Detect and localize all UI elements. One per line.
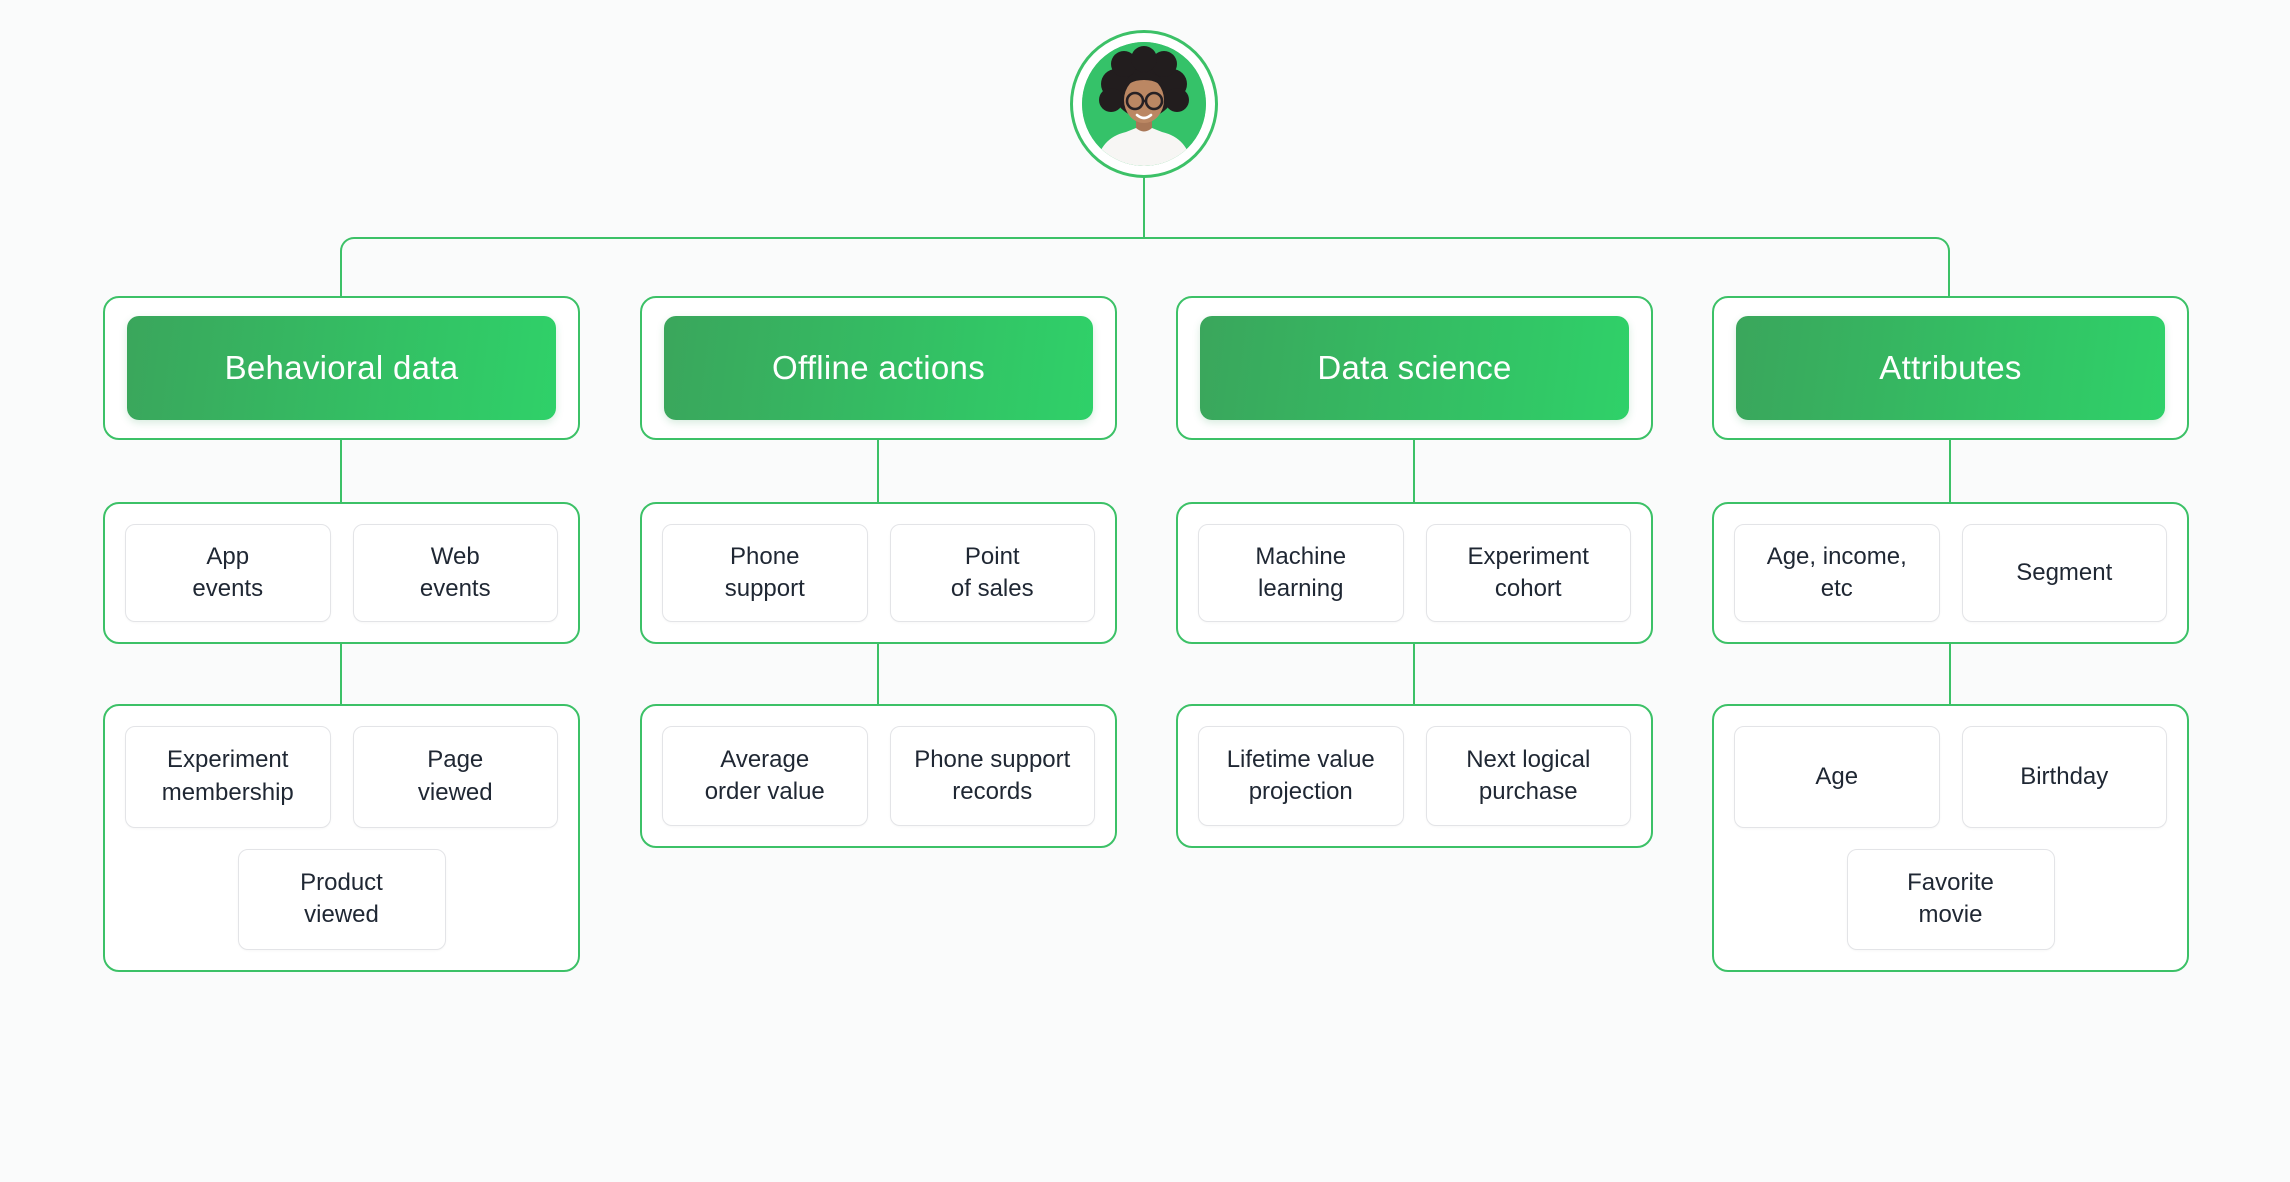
node-age-income-etc: Age, income, etc bbox=[1734, 524, 1940, 622]
avatar-illustration bbox=[1082, 42, 1206, 166]
node-experiment-membership: Experiment membership bbox=[125, 726, 331, 828]
node-age: Age bbox=[1734, 726, 1940, 828]
data-science-level2-group: Machine learning Experiment cohort bbox=[1176, 502, 1653, 644]
category-behavioral-data: Behavioral data bbox=[127, 316, 556, 420]
category-data-science: Data science bbox=[1200, 316, 1629, 420]
node-product-viewed: Product viewed bbox=[237, 848, 446, 950]
avatar-photo bbox=[1082, 42, 1206, 166]
column-offline-actions-header-group: Offline actions bbox=[640, 296, 1117, 440]
category-offline-actions: Offline actions bbox=[664, 316, 1093, 420]
top-bracket-line bbox=[340, 237, 1950, 297]
node-lifetime-value-projection: Lifetime value projection bbox=[1198, 726, 1404, 826]
column-data-science-header-group: Data science bbox=[1176, 296, 1653, 440]
node-machine-learning: Machine learning bbox=[1198, 524, 1404, 622]
column-attributes-header-group: Attributes bbox=[1712, 296, 2189, 440]
offline-actions-level2-group: Phone support Point of sales bbox=[640, 502, 1117, 644]
node-favorite-movie: Favorite movie bbox=[1846, 848, 2055, 950]
connector-col2-level2-level3 bbox=[877, 643, 879, 705]
attributes-level3-group: Age Birthday Favorite movie bbox=[1712, 704, 2189, 972]
node-page-viewed: Page viewed bbox=[352, 726, 558, 828]
connector-col3-level1-level2 bbox=[1413, 439, 1415, 503]
data-science-level3-group: Lifetime value projection Next logical p… bbox=[1176, 704, 1653, 848]
connector-col2-level1-level2 bbox=[877, 439, 879, 503]
connector-col3-level2-level3 bbox=[1413, 643, 1415, 705]
node-experiment-cohort: Experiment cohort bbox=[1425, 524, 1631, 622]
category-attributes: Attributes bbox=[1736, 316, 2165, 420]
offline-actions-level3-group: Average order value Phone support record… bbox=[640, 704, 1117, 848]
node-point-of-sales: Point of sales bbox=[889, 524, 1095, 622]
behavioral-data-level3-group: Experiment membership Page viewed Produc… bbox=[103, 704, 580, 972]
node-phone-support: Phone support bbox=[662, 524, 868, 622]
connector-col4-level1-level2 bbox=[1949, 439, 1951, 503]
column-behavioral-data-header-group: Behavioral data bbox=[103, 296, 580, 440]
node-app-events: App events bbox=[125, 524, 331, 622]
attributes-level2-group: Age, income, etc Segment bbox=[1712, 502, 2189, 644]
node-average-order-value: Average order value bbox=[662, 726, 868, 826]
node-web-events: Web events bbox=[352, 524, 558, 622]
connector-col1-level1-level2 bbox=[340, 439, 342, 503]
node-phone-support-records: Phone support records bbox=[889, 726, 1095, 826]
woman-portrait bbox=[1096, 46, 1192, 166]
connector-col1-level2-level3 bbox=[340, 643, 342, 705]
avatar-stem-line bbox=[1143, 177, 1145, 239]
node-segment: Segment bbox=[1961, 524, 2167, 622]
node-birthday: Birthday bbox=[1961, 726, 2167, 828]
node-next-logical-purchase: Next logical purchase bbox=[1425, 726, 1631, 826]
connector-col4-level2-level3 bbox=[1949, 643, 1951, 705]
behavioral-data-level2-group: App events Web events bbox=[103, 502, 580, 644]
avatar bbox=[1070, 30, 1218, 178]
